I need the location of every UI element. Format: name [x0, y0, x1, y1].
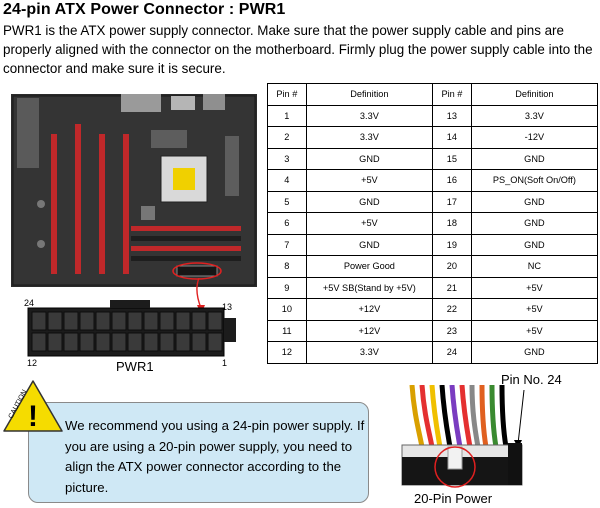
pin-12-label: 12	[27, 358, 38, 368]
table-cell: +5V	[470, 319, 599, 342]
table-cell: 16	[432, 169, 472, 192]
table-cell: 7	[267, 233, 307, 256]
table-cell: +5V	[305, 169, 434, 192]
table-cell: GND	[470, 233, 599, 256]
caution-text: We recommend you using a 24-pin power su…	[65, 418, 365, 495]
table-cell: +12V	[305, 298, 434, 321]
table-cell: 21	[432, 276, 472, 299]
table-cell: 8	[267, 255, 307, 278]
table-cell: 3.3V	[305, 341, 434, 364]
table-cell: 3.3V	[305, 104, 434, 127]
table-cell: 3	[267, 147, 307, 170]
table-cell: +5V SB(Stand by +5V)	[305, 276, 434, 299]
pin-1-label: 1	[222, 358, 228, 368]
table-cell: 2	[267, 126, 307, 149]
table-cell: GND	[470, 190, 599, 213]
table-cell: 17	[432, 190, 472, 213]
table-cell: GND	[470, 341, 599, 364]
connector-image: 24 13 12 1	[10, 298, 260, 380]
table-cell: 14	[432, 126, 472, 149]
table-cell: 9	[267, 276, 307, 299]
table-cell: 13	[432, 104, 472, 127]
table-cell: GND	[305, 233, 434, 256]
table-cell: 3.3V	[305, 126, 434, 149]
table-cell: 24	[432, 341, 472, 364]
table-cell: 12	[267, 341, 307, 364]
caution-note: We recommend you using a 24-pin power su…	[28, 402, 369, 503]
page-title: 24-pin ATX Power Connector : PWR1	[3, 1, 286, 18]
pin-24-label: 24	[24, 298, 35, 308]
table-cell: +5V	[470, 276, 599, 299]
pin-13-label: 13	[222, 302, 233, 312]
power-cable-image	[401, 385, 523, 488]
table-cell: +5V	[305, 212, 434, 235]
caution-icon: ! CAUTION	[3, 380, 63, 433]
table-header-row: Pin # Definition Pin # Definition	[267, 83, 599, 106]
pin-24-label: Pin No. 24	[501, 372, 562, 387]
header-pin: Pin #	[267, 83, 307, 106]
intro-paragraph: PWR1 is the ATX power supply connector. …	[3, 23, 593, 76]
table-cell: 5	[267, 190, 307, 213]
table-cell: GND	[470, 212, 599, 235]
table-cell: GND	[470, 147, 599, 170]
table-cell: 6	[267, 212, 307, 235]
table-cell: 19	[432, 233, 472, 256]
table-cell: 4	[267, 169, 307, 192]
photo-caption: 20-Pin Power	[414, 491, 493, 506]
table-cell: 22	[432, 298, 472, 321]
table-cell: 23	[432, 319, 472, 342]
table-cell: 11	[267, 319, 307, 342]
table-cell: 20	[432, 255, 472, 278]
table-cell: 3.3V	[470, 104, 599, 127]
table-cell: GND	[305, 147, 434, 170]
table-cell: 10	[267, 298, 307, 321]
table-cell: GND	[305, 190, 434, 213]
table-row: 9+5V SB(Stand by +5V)21+5V	[267, 276, 599, 299]
table-cell: -12V	[470, 126, 599, 149]
table-cell: +5V	[470, 298, 599, 321]
table-cell: 18	[432, 212, 472, 235]
header-definition: Definition	[470, 83, 599, 106]
connector-drawing	[27, 300, 236, 357]
table-cell: 1	[267, 104, 307, 127]
table-cell: NC	[470, 255, 599, 278]
table-cell: PS_ON(Soft On/Off)	[470, 169, 599, 192]
table-cell: +12V	[305, 319, 434, 342]
table-cell: 15	[432, 147, 472, 170]
header-definition: Definition	[305, 83, 434, 106]
header-pin: Pin #	[432, 83, 472, 106]
table-cell: Power Good	[305, 255, 434, 278]
motherboard-image	[11, 94, 257, 287]
pwr1-caption: PWR1	[116, 359, 154, 374]
caution-mark: !	[28, 400, 38, 433]
